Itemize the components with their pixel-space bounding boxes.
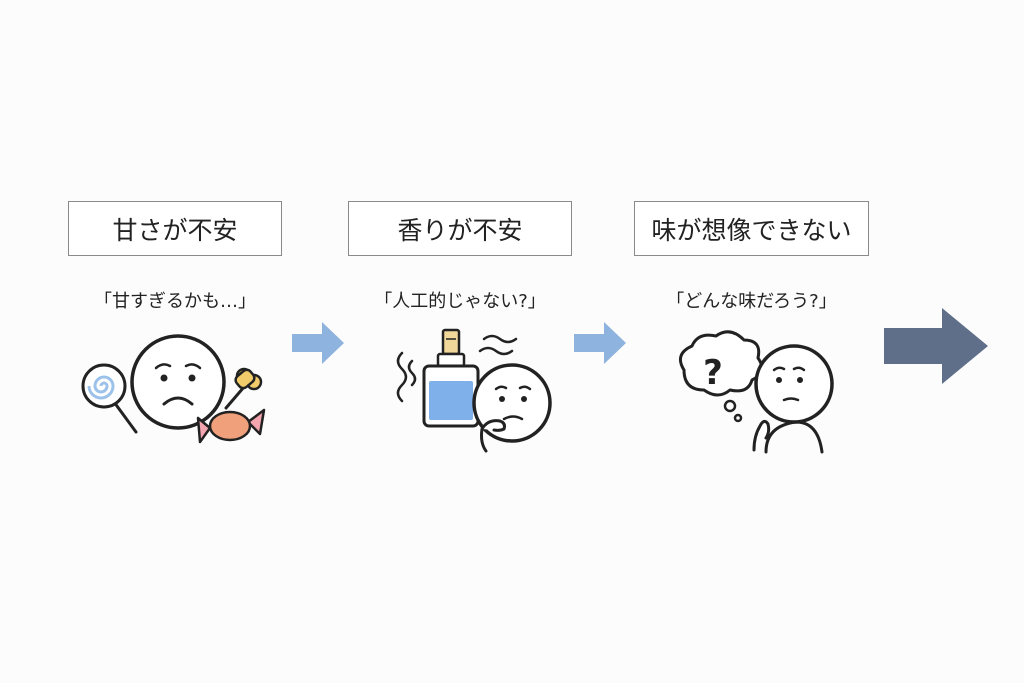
question-thought-bubble-icon: ?	[678, 330, 834, 454]
step-1-quote: 「甘すぎるかも…」	[94, 291, 256, 312]
step-3-title: 味が想像できない	[634, 201, 869, 256]
perfume-bottle-worried-face-icon	[396, 328, 552, 453]
step-3-quote: 「どんな味だろう?」	[666, 291, 837, 312]
result-arrow	[884, 308, 988, 384]
sad-face-with-candy-icon	[81, 334, 266, 444]
next-arrow-1	[292, 322, 344, 364]
step-1-title: 甘さが不安	[68, 201, 282, 256]
step-2-title: 香りが不安	[348, 201, 572, 256]
step-2-quote: 「人工的じゃない?」	[374, 291, 546, 312]
svg-text:?: ?	[703, 353, 723, 393]
next-arrow-2	[574, 322, 626, 364]
